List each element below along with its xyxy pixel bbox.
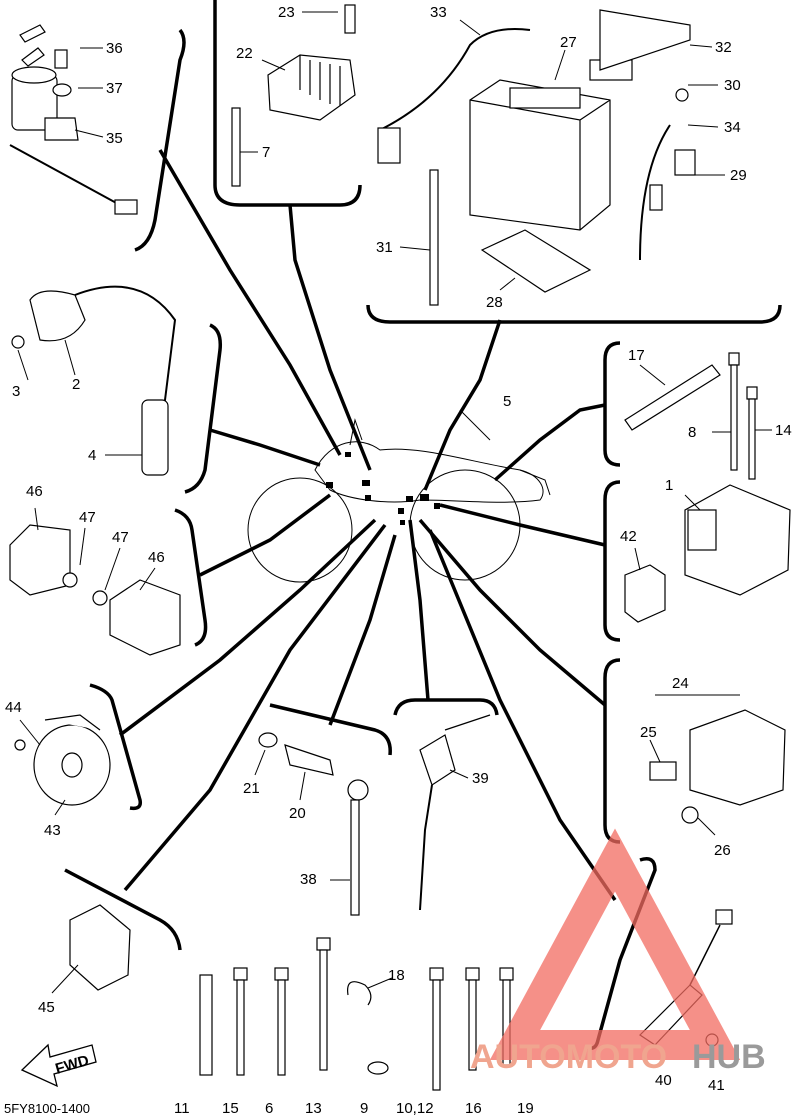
bracket-horn	[89, 683, 143, 811]
cdi-unit-part	[624, 484, 791, 623]
label-18: 18	[388, 967, 405, 984]
label-44: 44	[5, 699, 22, 716]
label-5: 5	[503, 393, 511, 410]
reflector-parts	[9, 524, 181, 656]
label-2: 2	[72, 376, 80, 393]
label-7: 7	[262, 144, 270, 161]
label-14: 14	[775, 422, 792, 439]
label-10-12: 10,12	[396, 1100, 434, 1117]
watermark-prefix: AUTOMOTO	[470, 1038, 667, 1076]
label-45: 45	[38, 999, 55, 1016]
label-28: 28	[486, 294, 503, 311]
bracket-battery-lower	[366, 304, 782, 324]
relay-45-part	[69, 904, 131, 991]
label-46a: 46	[26, 483, 43, 500]
label-6: 6	[265, 1100, 273, 1117]
sensor-parts	[258, 732, 369, 916]
watermark-logo	[489, 828, 741, 1060]
label-11: 11	[174, 1100, 190, 1117]
watermark: AUTOMOTO HUB	[470, 828, 766, 1076]
label-4: 4	[88, 447, 96, 464]
pickup-coil-part	[11, 285, 177, 476]
label-38: 38	[300, 871, 317, 888]
bracket-relay	[64, 868, 182, 951]
label-13: 13	[305, 1100, 322, 1117]
label-39: 39	[472, 770, 489, 787]
bracket-coil	[184, 323, 223, 494]
label-46b: 46	[148, 549, 165, 566]
label-31: 31	[376, 239, 393, 256]
bracket-battery	[213, 0, 362, 207]
label-29: 29	[730, 167, 747, 184]
bracket-right-top	[603, 341, 621, 467]
label-43: 43	[44, 822, 61, 839]
label-21: 21	[243, 780, 260, 797]
label-33: 33	[430, 4, 447, 21]
label-41: 41	[708, 1077, 725, 1094]
label-3: 3	[12, 383, 20, 400]
horn-part	[14, 714, 111, 806]
bracket-neutral	[393, 698, 499, 716]
starter-relay-part	[649, 709, 786, 824]
label-17: 17	[628, 347, 645, 364]
label-15: 15	[222, 1100, 239, 1117]
label-42: 42	[620, 528, 637, 545]
label-8: 8	[688, 424, 696, 441]
bracket-sensor	[269, 703, 392, 756]
label-23: 23	[278, 4, 295, 21]
label-32: 32	[715, 39, 732, 56]
label-36: 36	[106, 40, 123, 57]
cable-ties-right	[624, 352, 758, 480]
bracket-right-mid	[603, 480, 621, 642]
parts	[9, 4, 791, 1091]
label-35: 35	[106, 130, 123, 147]
bracket-right-low	[603, 658, 621, 844]
label-30: 30	[724, 77, 741, 94]
regulator-part	[231, 4, 356, 187]
neutral-switch-part	[419, 714, 491, 911]
harness-connectors	[326, 452, 440, 525]
motorcycle-silhouette	[247, 418, 551, 583]
label-25: 25	[640, 724, 657, 741]
battery-part	[377, 9, 696, 306]
label-9: 9	[360, 1100, 368, 1117]
bottom-cable-ties	[199, 937, 514, 1091]
bracket-lights	[174, 508, 208, 647]
leader-lines	[118, 149, 617, 901]
label-40: 40	[655, 1072, 672, 1089]
label-1: 1	[665, 477, 673, 494]
bracket-ignition	[134, 28, 186, 252]
label-47b: 47	[112, 529, 129, 546]
diagram-code: 5FY8100-1400	[4, 1101, 90, 1116]
fwd-arrow: FWD	[20, 1043, 97, 1088]
callout-lines	[17, 11, 772, 994]
label-37: 37	[106, 80, 123, 97]
part-labels: 36 37 35 23 22 7 33 27 32 30 34 29 31 28…	[5, 4, 792, 1117]
watermark-suffix: HUB	[692, 1038, 766, 1076]
ignition-switch-part	[9, 24, 138, 215]
label-20: 20	[289, 805, 306, 822]
label-16: 16	[465, 1100, 482, 1117]
label-27: 27	[560, 34, 577, 51]
label-47a: 47	[79, 509, 96, 526]
label-22: 22	[236, 45, 253, 62]
label-34: 34	[724, 119, 741, 136]
label-19: 19	[517, 1100, 534, 1117]
label-24: 24	[672, 675, 689, 692]
label-26: 26	[714, 842, 731, 859]
